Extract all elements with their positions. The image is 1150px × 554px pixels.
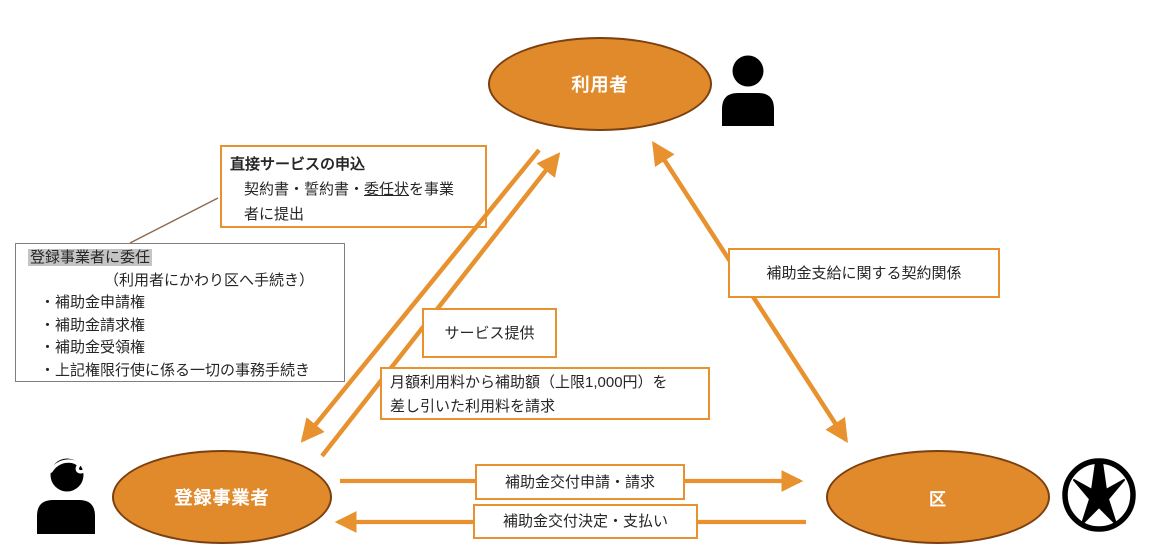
connector-delegation-to-application xyxy=(129,197,219,244)
node-user: 利用者 xyxy=(488,37,712,131)
delegation-item: ・補助金請求権 xyxy=(40,316,146,334)
node-ward: 区 xyxy=(826,450,1050,544)
delegation-item: ・上記権限行使に係る一切の事務手続き xyxy=(40,361,311,379)
label-direct-service-application: 直接サービスの申込 契約書・誓約書・委任状を事業 者に提出 xyxy=(220,145,487,228)
application-title: 直接サービスの申込 xyxy=(230,156,366,173)
delegation-title: 登録事業者に委任 xyxy=(20,247,340,270)
delegation-subtitle: （利用者にかわり区へ手続き） xyxy=(104,271,315,289)
billing-line2: 差し引いた利用料を請求 xyxy=(390,398,556,415)
delegation-title-highlight: 登録事業者に委任 xyxy=(28,249,153,266)
node-provider-label: 登録事業者 xyxy=(174,488,270,508)
node-ward-label: 区 xyxy=(929,489,947,509)
node-user-label: 利用者 xyxy=(571,75,629,95)
billing-line1: 月額利用料から補助額（上限1,000円）を xyxy=(390,374,668,391)
label-grant-decision-payment: 補助金交付決定・支払い xyxy=(473,504,698,539)
application-body-line2: 者に提出 xyxy=(244,206,305,223)
label-service-provision: サービス提供 xyxy=(422,308,557,358)
application-body: 契約書・誓約書・委任状を事業 xyxy=(244,181,455,198)
ward-emblem-icon xyxy=(1062,458,1136,532)
label-delegation-details: 登録事業者に委任 （利用者にかわり区へ手続き） ・補助金申請権 ・補助金請求権 … xyxy=(15,243,345,382)
label-grant-application-request: 補助金交付申請・請求 xyxy=(475,464,685,500)
person-icon xyxy=(722,55,774,126)
delegation-item: ・補助金受領権 xyxy=(40,339,146,356)
person-with-hair-icon xyxy=(37,458,95,534)
node-provider: 登録事業者 xyxy=(112,450,332,544)
label-billing: 月額利用料から補助額（上限1,000円）を 差し引いた利用料を請求 xyxy=(380,367,710,420)
label-subsidy-contract-relation: 補助金支給に関する契約関係 xyxy=(728,248,1000,298)
delegation-item: ・補助金申請権 xyxy=(40,294,146,311)
underlined-term: 委任状 xyxy=(364,181,410,198)
